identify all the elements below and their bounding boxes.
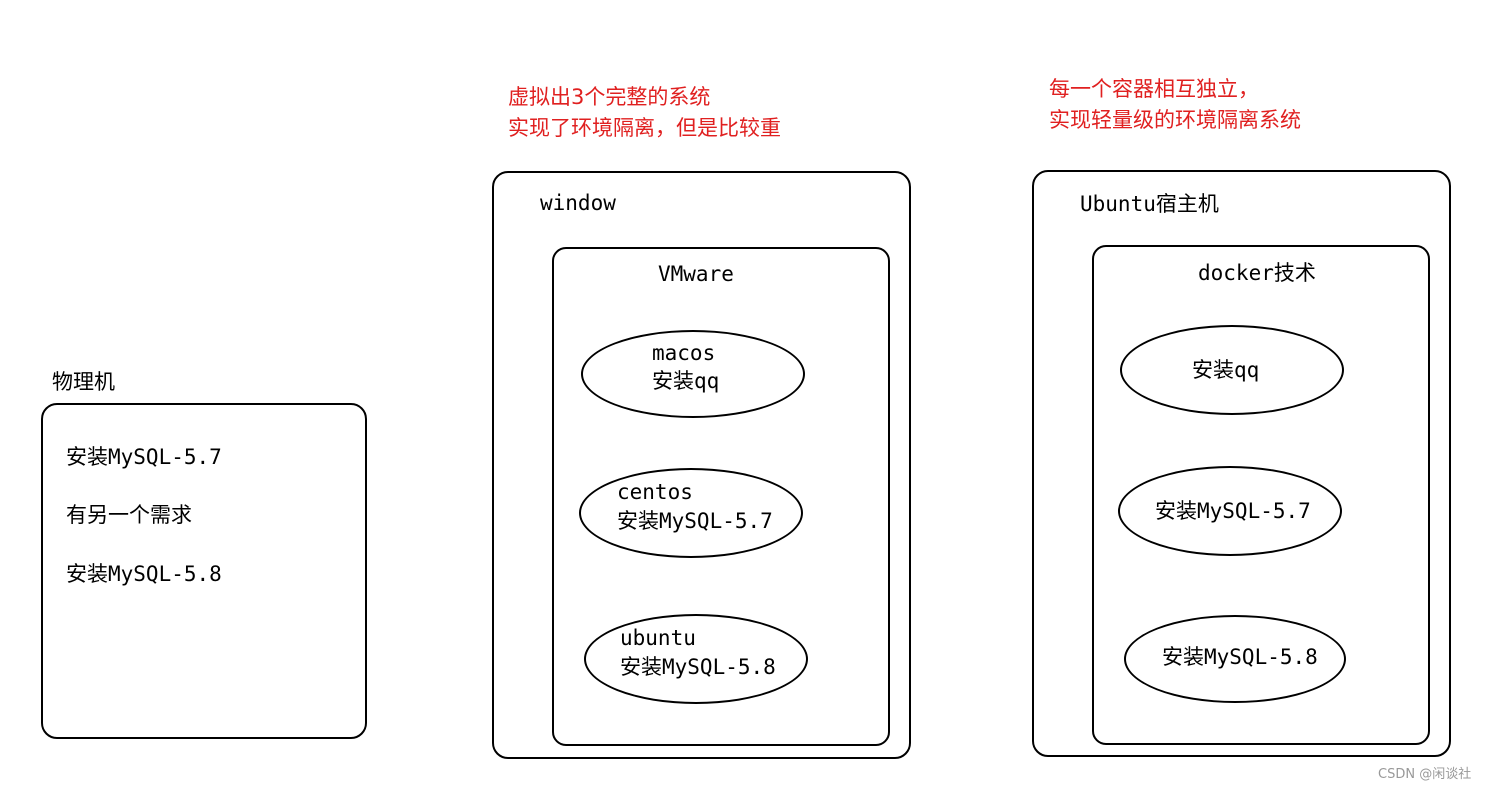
guest-os-centos: centos 安装MySQL-5.7 [579,468,803,558]
guest-os-ubuntu: ubuntu 安装MySQL-5.8 [584,614,808,704]
guest-os-name: ubuntu [620,626,696,650]
container-qq: 安装qq [1120,325,1344,415]
docker-box: docker技术 安装qq 安装MySQL-5.7 安装MySQL-5.8 [1092,245,1430,745]
physical-line-3: 安装MySQL-5.8 [66,562,222,586]
guest-os-app: 安装MySQL-5.8 [620,655,776,679]
vm-annotation-line-1: 虚拟出3个完整的系统 [508,85,711,109]
windows-host-box: window VMware macos 安装qq centos 安装MySQL-… [492,171,911,759]
container-mysql-58: 安装MySQL-5.8 [1124,615,1346,703]
physical-line-1: 安装MySQL-5.7 [66,445,222,469]
docker-annotation-line-1: 每一个容器相互独立， [1049,77,1259,101]
physical-machine-box: 安装MySQL-5.7 有另一个需求 安装MySQL-5.8 [41,403,367,739]
container-app: 安装MySQL-5.7 [1155,499,1311,523]
physical-line-2: 有另一个需求 [66,503,192,527]
guest-os-macos: macos 安装qq [581,330,805,418]
guest-os-name: macos [652,341,716,365]
container-app: 安装MySQL-5.8 [1162,645,1318,669]
ubuntu-host-label: Ubuntu宿主机 [1080,192,1219,216]
container-mysql-57: 安装MySQL-5.7 [1118,466,1342,556]
ubuntu-host-box: Ubuntu宿主机 docker技术 安装qq 安装MySQL-5.7 安装My… [1032,170,1451,757]
windows-host-label: window [540,191,616,215]
guest-os-name: centos [617,480,693,504]
watermark: CSDN @闲谈社 [1378,767,1472,782]
vmware-box: VMware macos 安装qq centos 安装MySQL-5.7 ubu… [552,247,890,746]
docker-annotation-line-2: 实现轻量级的环境隔离系统 [1049,108,1301,132]
docker-label: docker技术 [1198,261,1316,285]
vmware-label: VMware [658,262,734,286]
vm-annotation-line-2: 实现了环境隔离，但是比较重 [508,116,781,140]
guest-os-app: 安装qq [652,369,720,393]
physical-machine-title: 物理机 [52,370,115,394]
guest-os-app: 安装MySQL-5.7 [617,509,773,533]
container-app: 安装qq [1192,358,1260,382]
